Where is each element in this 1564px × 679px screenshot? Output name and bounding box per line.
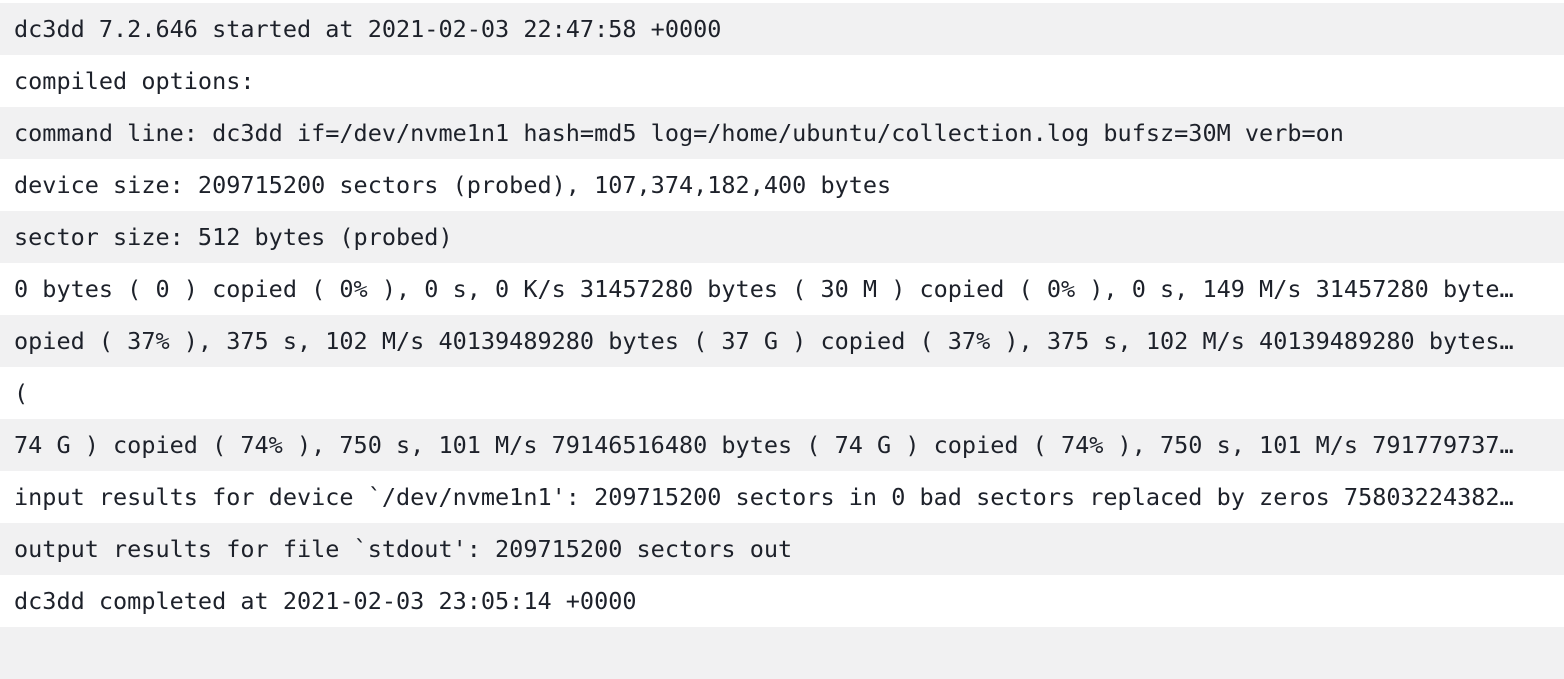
log-line: compiled options: (0, 55, 1564, 107)
log-line: sector size: 512 bytes (probed) (0, 211, 1564, 263)
log-line: device size: 209715200 sectors (probed),… (0, 159, 1564, 211)
log-line: opied ( 37% ), 375 s, 102 M/s 4013948928… (0, 315, 1564, 367)
log-line (0, 627, 1564, 679)
log-line: output results for file `stdout': 209715… (0, 523, 1564, 575)
log-line: 74 G ) copied ( 74% ), 750 s, 101 M/s 79… (0, 419, 1564, 471)
log-line: input results for device `/dev/nvme1n1':… (0, 471, 1564, 523)
log-line: dc3dd 7.2.646 started at 2021-02-03 22:4… (0, 3, 1564, 55)
log-line: ( (0, 367, 1564, 419)
log-line: dc3dd completed at 2021-02-03 23:05:14 +… (0, 575, 1564, 627)
log-line: command line: dc3dd if=/dev/nvme1n1 hash… (0, 107, 1564, 159)
log-line: 0 bytes ( 0 ) copied ( 0% ), 0 s, 0 K/s … (0, 263, 1564, 315)
